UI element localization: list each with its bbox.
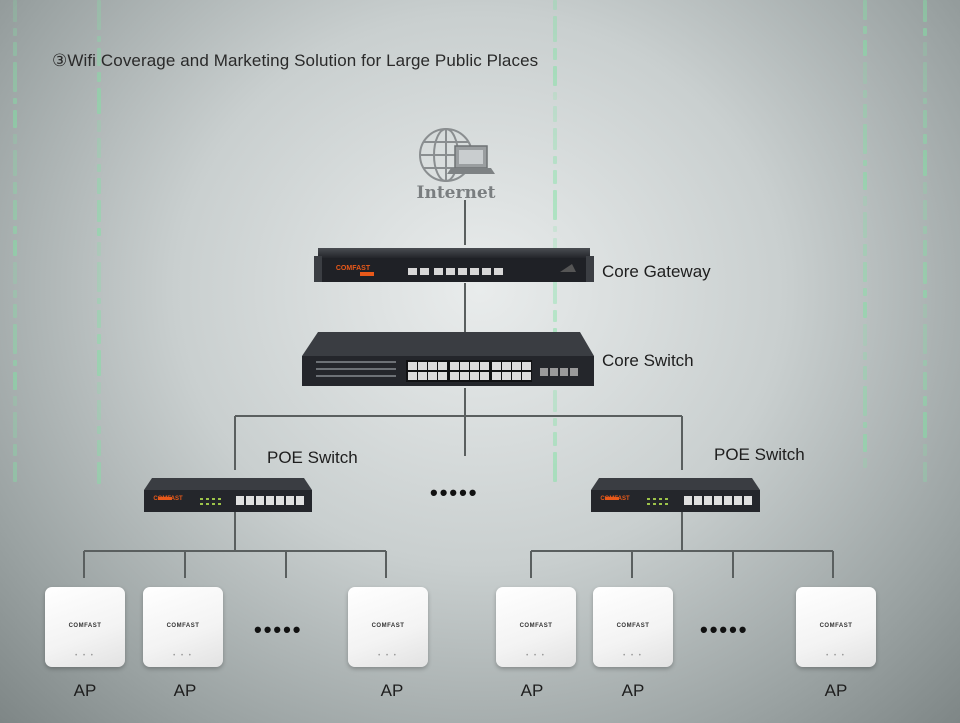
ap-brand: COMFAST bbox=[166, 623, 200, 629]
ap-brand: COMFAST bbox=[616, 623, 650, 629]
ap-led-indicator: • • • bbox=[173, 653, 193, 659]
ap-led-indicator: • • • bbox=[75, 653, 95, 659]
ap-label-2: AP bbox=[173, 681, 197, 700]
ap-brand: COMFAST bbox=[68, 623, 102, 629]
poe-switch-right-device bbox=[591, 478, 760, 512]
poe-switch-left-device bbox=[144, 478, 312, 512]
ap-label-3: AP bbox=[380, 681, 404, 700]
access-point-5: COMFAST • • • bbox=[593, 587, 673, 667]
core-gateway-device bbox=[314, 248, 594, 282]
page-title: ③Wifi Coverage and Marketing Solution fo… bbox=[52, 51, 539, 70]
ellipsis-ap-right: ••••• bbox=[700, 617, 749, 642]
ellipsis-poe-switches: ••••• bbox=[430, 480, 479, 505]
ap-label-4: AP bbox=[520, 681, 544, 700]
laptop-icon bbox=[447, 145, 495, 174]
connection-lines bbox=[83, 200, 834, 578]
matrix-rain-left bbox=[8, 0, 22, 723]
matrix-rain-right-2 bbox=[918, 0, 932, 723]
core-gateway-label: Core Gateway bbox=[602, 262, 711, 281]
poe-switch-right-label: POE Switch bbox=[714, 445, 805, 464]
access-point-2: COMFAST • • • bbox=[143, 587, 223, 667]
ap-brand: COMFAST bbox=[371, 623, 405, 629]
ap-led-indicator: • • • bbox=[378, 653, 398, 659]
access-point-1: COMFAST • • • bbox=[45, 587, 125, 667]
core-switch-label: Core Switch bbox=[602, 351, 694, 370]
ap-led-indicator: • • • bbox=[623, 653, 643, 659]
internet-label: Internet bbox=[417, 183, 496, 203]
ap-label-5: AP bbox=[621, 681, 645, 700]
ap-label-1: AP bbox=[73, 681, 97, 700]
ap-brand: COMFAST bbox=[519, 623, 553, 629]
ap-led-indicator: • • • bbox=[826, 653, 846, 659]
matrix-rain-left-2 bbox=[92, 0, 106, 723]
ap-label-6: AP bbox=[824, 681, 848, 700]
core-switch-device bbox=[302, 332, 594, 386]
poe-switch-right-brand: COMFAST bbox=[600, 496, 630, 502]
matrix-rain-right bbox=[858, 0, 872, 723]
core-gateway-brand: COMFAST bbox=[336, 265, 371, 272]
ap-brand: COMFAST bbox=[819, 623, 853, 629]
poe-switch-left-label: POE Switch bbox=[267, 448, 358, 467]
ap-led-indicator: • • • bbox=[526, 653, 546, 659]
access-point-3: COMFAST • • • bbox=[348, 587, 428, 667]
access-point-4: COMFAST • • • bbox=[496, 587, 576, 667]
poe-switch-left-brand: COMFAST bbox=[153, 496, 183, 502]
access-point-6: COMFAST • • • bbox=[796, 587, 876, 667]
ellipsis-ap-left: ••••• bbox=[254, 617, 303, 642]
